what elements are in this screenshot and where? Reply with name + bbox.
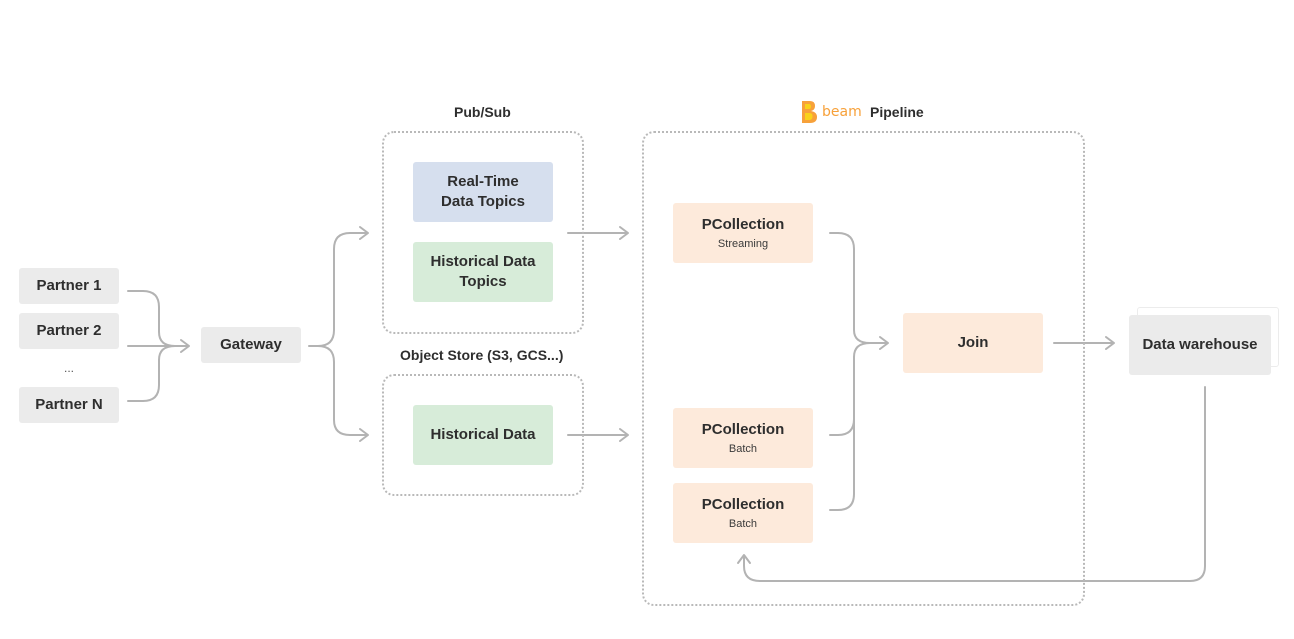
pubsub-group <box>382 131 584 334</box>
arrowhead-pubsub <box>359 226 369 240</box>
pcollection-streaming-sub: Streaming <box>717 238 769 250</box>
pcollection-batch-1-sub: Batch <box>728 443 758 455</box>
gateway-label: Gateway <box>220 336 282 353</box>
realtime-topics-label: Real-Time Data Topics <box>441 173 525 210</box>
historical-data-box: Historical Data <box>413 405 553 465</box>
pcollection-batch-2-sub: Batch <box>728 518 758 530</box>
beam-logo-icon <box>802 101 817 123</box>
connector-partnerN-gateway <box>127 345 176 402</box>
partner-2-box: Partner 2 <box>19 313 119 349</box>
arrowhead-pipeline-bottom <box>619 428 629 442</box>
join-label: Join <box>957 334 989 351</box>
pcollection-batch-2-label: PCollection <box>701 496 785 513</box>
join-box: Join <box>903 313 1043 373</box>
pcollection-batch-1-label: PCollection <box>701 421 785 438</box>
connector-gateway-split-lower <box>317 345 368 436</box>
historical-data-label: Historical Data <box>430 426 536 443</box>
partners-ellipsis: ... <box>64 361 75 375</box>
arrowhead-objectstore <box>359 428 369 442</box>
connector-partner1-gateway <box>127 290 189 347</box>
partner-n-box: Partner N <box>19 387 119 423</box>
connector-streaming-join <box>829 232 888 344</box>
data-warehouse-box: Data warehouse <box>1129 315 1271 375</box>
connector-warehouse-feedback <box>743 386 1206 582</box>
data-warehouse-label: Data warehouse <box>1142 336 1258 353</box>
partner-1-label: Partner 1 <box>36 277 102 294</box>
arrowhead-join <box>879 336 889 350</box>
arrowhead-gateway <box>180 339 190 353</box>
partner-n-label: Partner N <box>35 396 103 413</box>
historical-topics-box: Historical Data Topics <box>413 242 553 302</box>
connector-batch2-join <box>829 356 855 511</box>
pipeline-title: Pipeline <box>870 104 924 120</box>
object-store-group <box>382 374 584 496</box>
historical-topics-label: Historical Data Topics <box>430 253 536 290</box>
object-store-title: Object Store (S3, GCS...) <box>400 347 564 363</box>
pcollection-streaming-label: PCollection <box>701 216 785 233</box>
partner-1-box: Partner 1 <box>19 268 119 304</box>
pcollection-streaming-box: PCollection Streaming <box>673 203 813 263</box>
partner-2-label: Partner 2 <box>36 322 102 339</box>
arrowhead-pipeline-top <box>619 226 629 240</box>
beam-wordmark: beam <box>822 104 862 120</box>
realtime-topics-box: Real-Time Data Topics <box>413 162 553 222</box>
connector-gateway-split <box>308 232 368 347</box>
pcollection-batch-1-box: PCollection Batch <box>673 408 813 468</box>
pubsub-title: Pub/Sub <box>454 104 511 120</box>
pcollection-batch-2-box: PCollection Batch <box>673 483 813 543</box>
arrowhead-feedback <box>737 554 751 564</box>
beam-logo: beam <box>800 100 862 124</box>
pipeline-group <box>642 131 1085 606</box>
gateway-box: Gateway <box>201 327 301 363</box>
arrowhead-warehouse <box>1105 336 1115 350</box>
